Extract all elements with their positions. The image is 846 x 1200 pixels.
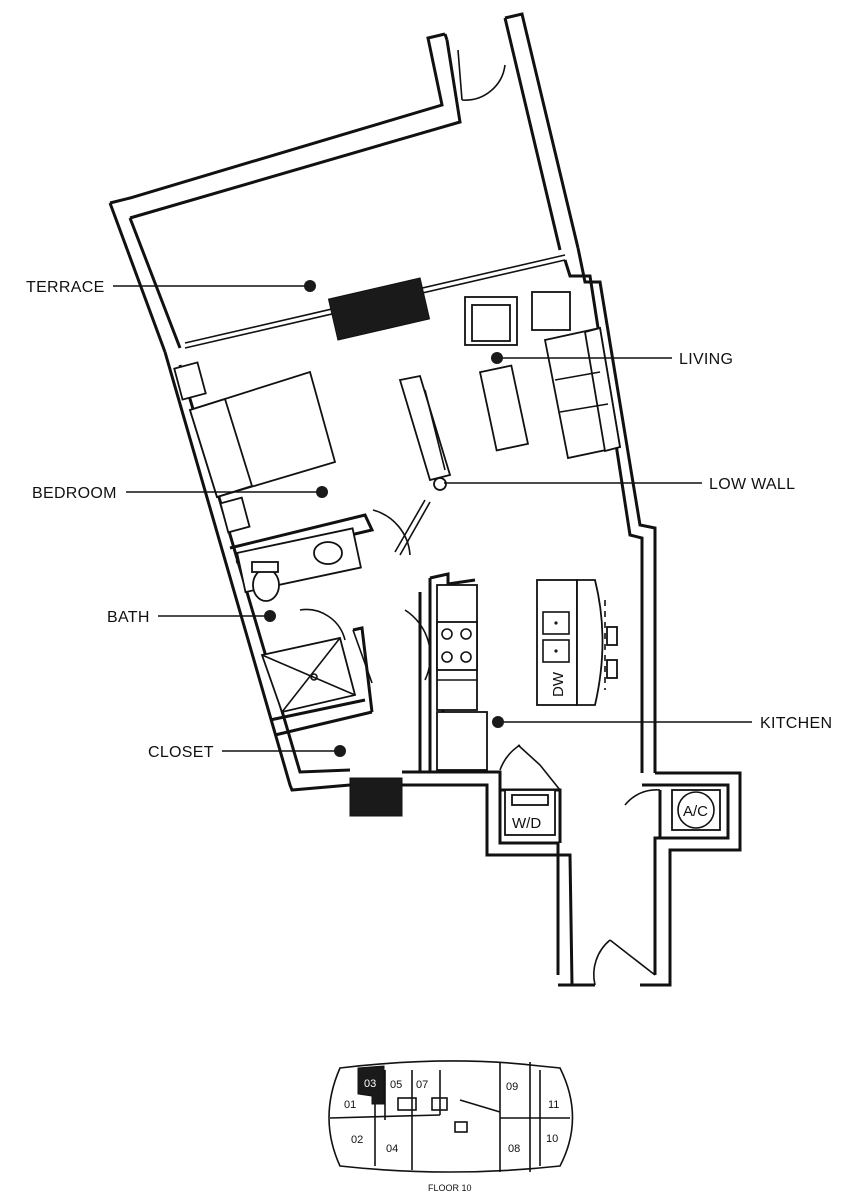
- label-living: LIVING: [679, 351, 733, 368]
- key-plan: 03 01 05 07 09 11 02 04 08 10 FLOOR 10: [328, 1060, 574, 1193]
- label-closet: CLOSET: [148, 744, 214, 761]
- key-unit-04: 04: [386, 1143, 398, 1155]
- key-unit-08: 08: [508, 1143, 520, 1155]
- bedroom-furniture: [173, 361, 337, 534]
- ac-closet: A/C: [671, 789, 721, 831]
- exterior-walls: [108, 12, 742, 987]
- ac-label: A/C: [683, 803, 708, 820]
- label-terrace: TERRACE: [26, 279, 105, 296]
- laundry: W/D: [504, 789, 556, 836]
- label-kitchen: KITCHEN: [760, 715, 832, 732]
- terrace-column: [327, 277, 431, 341]
- label-low-wall: LOW WALL: [709, 476, 795, 493]
- key-unit-10: 10: [546, 1133, 558, 1145]
- closet-column: [349, 777, 403, 817]
- key-unit-07: 07: [416, 1079, 428, 1091]
- kitchen-fixtures: DW: [436, 579, 618, 771]
- living-furniture: [398, 291, 622, 491]
- washer-dryer-label: W/D: [512, 815, 541, 832]
- bath-fixtures: [236, 527, 362, 714]
- key-unit-01: 01: [344, 1099, 356, 1111]
- key-unit-05: 05: [390, 1079, 402, 1091]
- label-bedroom: BEDROOM: [32, 485, 117, 502]
- key-plan-caption: FLOOR 10: [428, 1183, 472, 1193]
- key-unit-09: 09: [506, 1081, 518, 1093]
- dishwasher-label: DW: [550, 671, 567, 697]
- label-bath: BATH: [107, 609, 150, 626]
- room-labels: TERRACE LIVING BEDROOM LOW WALL BATH KIT…: [26, 279, 832, 761]
- key-unit-11: 11: [548, 1099, 559, 1111]
- key-unit-02: 02: [351, 1134, 363, 1146]
- key-unit-03: 03: [364, 1078, 376, 1090]
